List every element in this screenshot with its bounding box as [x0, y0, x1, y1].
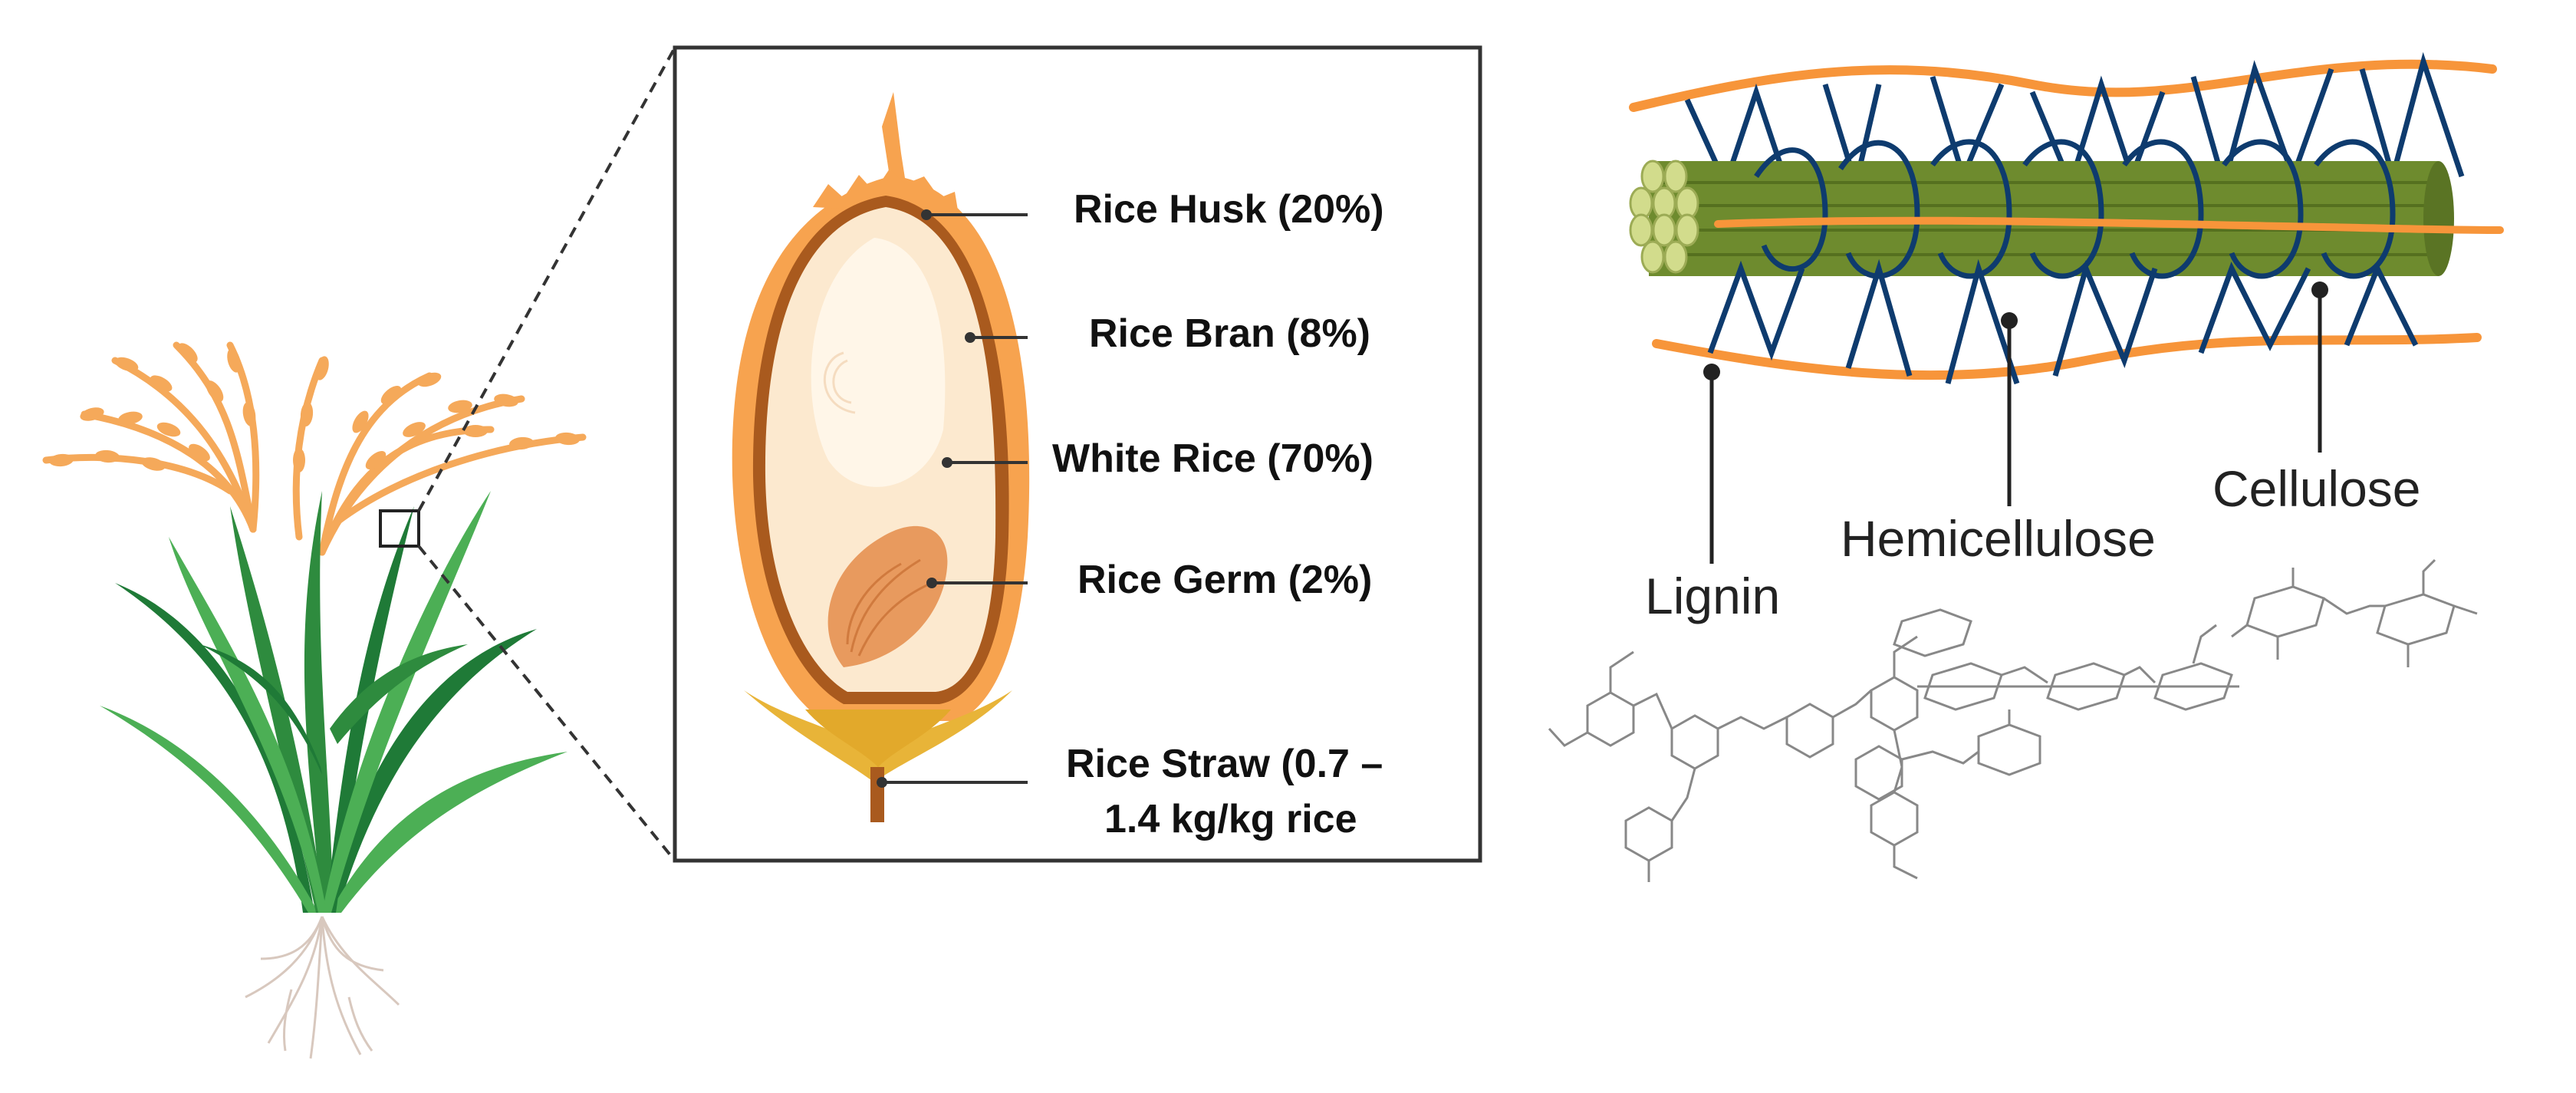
endosperm-highlight: [811, 238, 946, 487]
grain-base-fill: [805, 709, 951, 767]
straw-stem: [870, 767, 884, 822]
lignin-strand-middle: [1714, 216, 2504, 234]
lignin-chemical-structure: [1548, 635, 1919, 882]
label-cellulose: Cellulose: [2212, 460, 2420, 517]
grain-leader-dots: [877, 209, 975, 788]
label-rice-bran: Rice Bran (8%): [1089, 311, 1370, 356]
cellulose-end-cap: [2423, 161, 2454, 276]
label-rice-straw-line2: 1.4 kg/kg rice: [1104, 797, 1357, 841]
fiber-pointer-lines: [1709, 290, 2322, 564]
hemicellulose-chemical-structure: [1854, 608, 2239, 801]
zoom-lines: [417, 47, 676, 862]
cellulose-chemical-structure: [2231, 558, 2478, 667]
plant-roots: [245, 916, 400, 1059]
plant-zoom-box: [379, 509, 420, 548]
label-rice-straw-line1: Rice Straw (0.7 –: [1066, 742, 1383, 786]
label-white-rice: White Rice (70%): [1052, 436, 1374, 481]
rice-plant-illustration: [42, 341, 587, 1059]
rice-leaves: [100, 491, 568, 913]
label-lignin: Lignin: [1645, 568, 1780, 624]
hemicellulose-loops: [1754, 139, 2396, 279]
rice-panicles: [42, 341, 587, 556]
endosperm-swirl: [823, 351, 856, 414]
hemicellulose-strands-bottom: [1707, 258, 2419, 385]
cellulose-fibril-tips: [1629, 160, 1699, 274]
grain-leader-lines: [882, 213, 1028, 784]
lignin-wave-top: [1629, 59, 2497, 112]
lignocellulose-illustration: Lignin Hemicellulose Cellulose: [1548, 51, 2504, 882]
germ-lines: [846, 558, 933, 657]
husk-serration: [813, 169, 959, 215]
label-hemicellulose: Hemicellulose: [1841, 510, 2156, 567]
label-rice-husk: Rice Husk (20%): [1074, 187, 1384, 232]
grain-panel: Rice Husk (20%) Rice Bran (8%) White Ric…: [673, 45, 1482, 863]
fiber-pointer-dots: [1703, 281, 2328, 380]
rice-panicle-grains: [49, 343, 580, 472]
label-rice-germ: Rice Germ (2%): [1077, 558, 1372, 602]
